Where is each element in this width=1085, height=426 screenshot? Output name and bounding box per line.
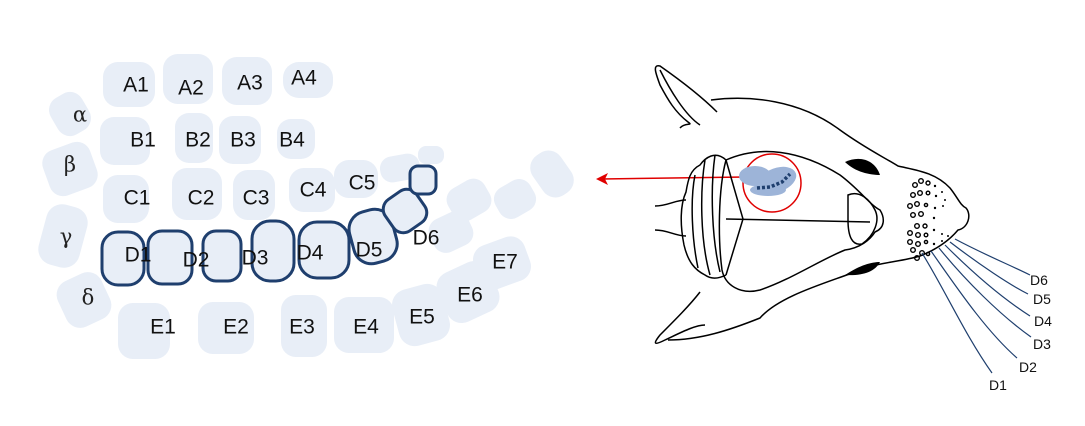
whisker-label-D6: D6: [1030, 272, 1048, 288]
barrel-E5: [391, 283, 451, 347]
barrel-labels: α β γ δ A1 A2 A3 A4 B1 B2 B3 B4 C1 C2 C3…: [60, 67, 518, 339]
label-A1: A1: [123, 74, 149, 97]
label-C5: C5: [349, 172, 376, 195]
barrel-B3: [219, 116, 261, 164]
label-C4: C4: [300, 179, 327, 202]
barrel-extra-6: [493, 179, 537, 219]
barrel-delta: [56, 272, 112, 328]
label-C1: C1: [124, 187, 151, 210]
brainstem: [654, 199, 687, 237]
barrel-extra-5: [530, 150, 574, 198]
label-E5: E5: [409, 306, 435, 329]
barrel-C2: [172, 168, 222, 220]
label-D3: D3: [242, 247, 269, 270]
barrel-B1: [100, 117, 150, 165]
barrel-alpha: [49, 91, 91, 137]
barrel-A3: [222, 57, 272, 105]
highlighted-d-row: [100, 164, 438, 287]
barrel-D5: [297, 220, 351, 280]
barrel-E4: [334, 297, 394, 353]
barrel-D7: [381, 187, 429, 235]
label-E2: E2: [223, 316, 249, 339]
head-outline-top: [667, 97, 970, 341]
label-D2: D2: [183, 249, 210, 272]
whisker-label-D3: D3: [1033, 336, 1051, 352]
label-C2: C2: [188, 187, 215, 210]
label-C3: C3: [243, 187, 270, 210]
label-A2: A2: [178, 77, 204, 100]
label-beta: β: [64, 153, 76, 177]
barrel-E1: [118, 303, 170, 359]
whisker-label-D4: D4: [1034, 313, 1052, 329]
eye-bottom-icon: [845, 262, 880, 276]
ear-top-inner: [659, 69, 701, 126]
whiskers: [921, 238, 1032, 374]
barrel-D4: [250, 219, 296, 283]
barrel-C4: [289, 168, 335, 212]
barrel-extra-3: [428, 211, 474, 253]
eye-top-icon: [845, 158, 880, 175]
barrel-B2: [175, 113, 213, 163]
barrel-C5: [334, 160, 378, 198]
barrel-extra-4: [446, 178, 492, 222]
label-E6: E6: [457, 284, 483, 307]
whisker-label-D1: D1: [989, 377, 1007, 393]
barrel-E3: [281, 295, 327, 357]
barrel-extra-2: [418, 146, 444, 164]
label-B3: B3: [230, 129, 256, 152]
nasal-bone: [847, 193, 878, 245]
barrel-A4: [283, 62, 333, 98]
ear-top: [654, 65, 718, 129]
whisker-label-D2: D2: [1019, 359, 1037, 375]
barrel-D3: [201, 229, 243, 283]
skull-suture: [725, 159, 744, 276]
barrel-C1: [103, 175, 149, 223]
label-A3: A3: [237, 72, 263, 95]
cerebellum: [680, 154, 727, 279]
label-E3: E3: [289, 316, 315, 339]
whisker-labels: D1 D2 D3 D4 D5 D6: [989, 272, 1052, 393]
rat-head-drawing: D1 D2 D3 D4 D5 D6: [654, 65, 1052, 393]
barrel-D1: [100, 230, 146, 287]
barrel-A1: [103, 62, 155, 107]
label-D6: D6: [413, 227, 440, 250]
barrel-A2: [163, 54, 213, 104]
label-B1: B1: [130, 129, 156, 152]
whisker-label-D5: D5: [1033, 291, 1051, 307]
label-D4: D4: [297, 242, 324, 265]
label-D5: D5: [356, 239, 383, 262]
whisker-pad-dots: [932, 184, 949, 246]
mini-barrel-map: [739, 166, 797, 196]
label-delta: δ: [82, 286, 95, 310]
barrel-C3: [233, 170, 275, 220]
barrel-B4: [277, 119, 315, 159]
label-D1: D1: [125, 244, 152, 267]
label-E7: E7: [492, 251, 518, 274]
pointer-arrow: [596, 173, 746, 185]
whisker-pads: [907, 177, 931, 261]
label-B4: B4: [279, 129, 305, 152]
label-alpha: α: [73, 103, 87, 127]
ear-bottom: [654, 291, 706, 344]
barrel-E2: [198, 302, 254, 354]
label-E4: E4: [353, 316, 379, 339]
barrel-D2: [146, 229, 194, 286]
barrel-gamma: [38, 204, 88, 268]
barrel-field: [38, 54, 574, 359]
barrel-E7: [472, 236, 532, 290]
skull-midline: [725, 218, 871, 223]
barrel-beta: [42, 141, 98, 197]
label-B2: B2: [185, 129, 211, 152]
label-E1: E1: [150, 316, 176, 339]
label-A4: A4: [291, 67, 317, 90]
barrel-field-circle: [742, 153, 802, 213]
label-gamma: γ: [60, 225, 73, 249]
barrel-D8: [408, 164, 438, 196]
